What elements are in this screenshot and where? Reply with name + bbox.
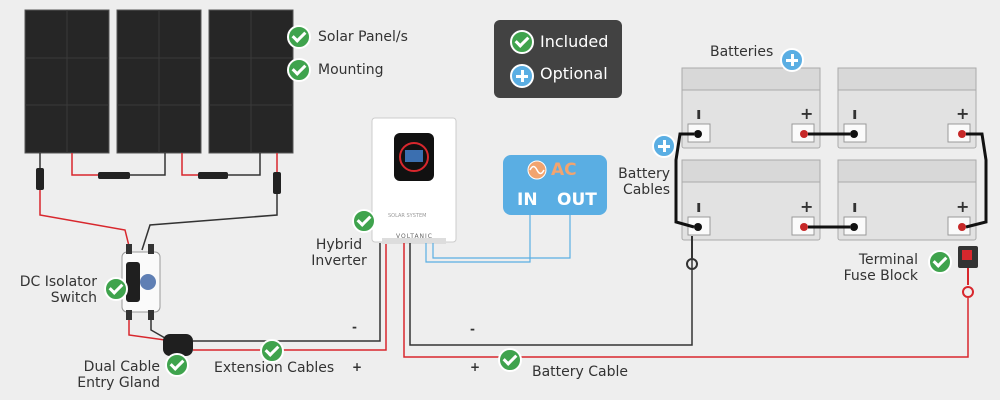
- dc-isolator-switch: [121, 244, 161, 320]
- battery-2-pos-mark: +: [956, 104, 970, 123]
- check-icon: [260, 339, 284, 363]
- check-icon: [498, 348, 522, 372]
- check-icon: [352, 209, 376, 233]
- legend-optional-label: Optional: [540, 64, 608, 83]
- hybrid-inverter: [371, 117, 457, 244]
- battery-3-pos-mark: +: [800, 197, 814, 216]
- mounting-label: Mounting: [318, 62, 384, 78]
- check-icon: [510, 30, 534, 54]
- plus-icon: [780, 48, 804, 72]
- extension-minus: -: [352, 320, 357, 334]
- check-icon: [287, 25, 311, 49]
- inverter-battery-wires: [403, 243, 969, 358]
- battery-3: [681, 159, 821, 241]
- battery-4-neg-mark: ı: [852, 197, 858, 216]
- legend-included-label: Included: [540, 32, 609, 51]
- solar-panel-1: [24, 9, 110, 154]
- battery-2: [837, 67, 977, 149]
- extension-cables-label: Extension Cables: [214, 360, 335, 376]
- solar-panels: [24, 9, 294, 154]
- inverter-brand-logo: VOLTANIC: [396, 233, 433, 240]
- extension-plus: +: [352, 360, 363, 374]
- isolator-to-gland-wires: [128, 320, 166, 341]
- battery-interconnect-cables: [674, 132, 988, 229]
- ac-panel: AC IN OUT: [503, 155, 607, 215]
- check-icon: [165, 353, 189, 377]
- solar-panel-3: [208, 9, 294, 154]
- battery-1-neg-mark: ı: [696, 104, 702, 123]
- extension-cables: [193, 243, 387, 351]
- solar-panel-2: [116, 9, 202, 154]
- battery-cable-minus: -: [470, 322, 475, 336]
- battery-ring-terminals: [686, 236, 978, 298]
- ac-in-label: IN: [517, 190, 538, 210]
- battery-cables-label: Battery Cables: [618, 166, 670, 198]
- check-icon: [104, 277, 128, 301]
- terminal-fuse-block-label: Terminal Fuse Block: [843, 252, 918, 284]
- pv-to-isolator-wires: [39, 190, 278, 251]
- battery-bank: [681, 67, 977, 241]
- plus-icon: [652, 134, 676, 158]
- battery-3-neg-mark: ı: [696, 197, 702, 216]
- check-icon: [928, 250, 952, 274]
- battery-1-pos-mark: +: [800, 104, 814, 123]
- battery-cable-plus: +: [470, 360, 481, 374]
- ac-out-label: OUT: [557, 190, 597, 210]
- dc-isolator-label: DC Isolator Switch: [19, 274, 97, 306]
- check-icon: [287, 58, 311, 82]
- solar-panels-label: Solar Panel/s: [318, 29, 408, 45]
- battery-1: [681, 67, 821, 149]
- inverter-model-text: SOLAR SYSTEM: [388, 213, 427, 219]
- battery-4: [837, 159, 977, 241]
- hybrid-inverter-label: Hybrid Inverter: [311, 237, 367, 269]
- dual-cable-gland-label: Dual Cable Entry Gland: [77, 359, 160, 391]
- terminal-fuse-block: [958, 246, 978, 268]
- battery-2-neg-mark: ı: [852, 104, 858, 123]
- plus-icon: [510, 64, 534, 88]
- mc4-connectors: [36, 168, 281, 194]
- dual-cable-entry-gland: [163, 334, 193, 356]
- battery-cable-label: Battery Cable: [532, 364, 629, 380]
- batteries-label: Batteries: [710, 44, 774, 60]
- inverter-ac-lines: [425, 205, 571, 263]
- ac-title: AC: [551, 160, 577, 180]
- battery-4-pos-mark: +: [956, 197, 970, 216]
- ac-wave-icon: [527, 160, 547, 180]
- legend-box: Included Optional: [494, 20, 622, 98]
- panel-string-wiring: [39, 153, 278, 176]
